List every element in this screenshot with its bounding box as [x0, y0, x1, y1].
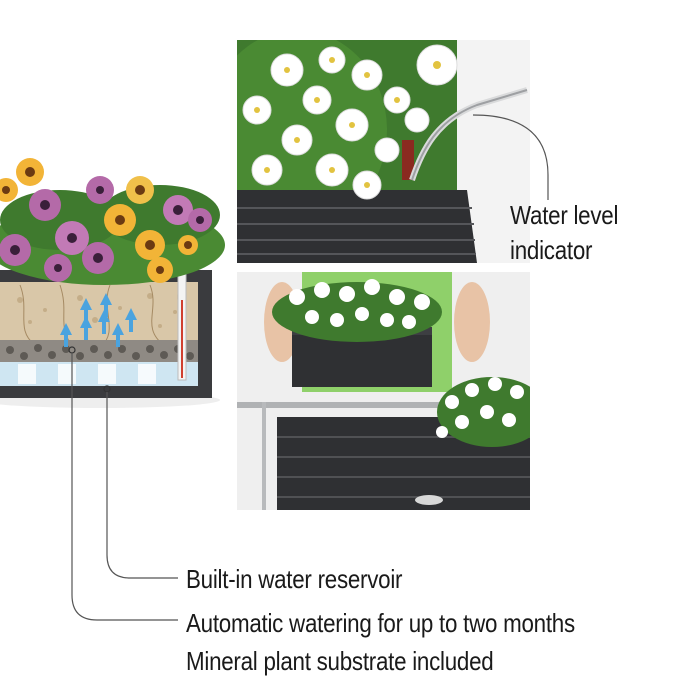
water-arrow-icon: [60, 293, 137, 347]
water-level-label-line1: Water level: [510, 200, 619, 230]
callout-dot-icon: [103, 385, 111, 393]
callout-dot-icon: [68, 346, 76, 354]
cutaway-planter-illustration: [0, 150, 232, 410]
water-level-label-line2: indicator: [510, 235, 593, 265]
water-level-label: Water level indicator: [510, 198, 618, 268]
watering-label: Automatic watering for up to two months: [186, 608, 575, 638]
reservoir-label: Built-in water reservoir: [186, 564, 403, 594]
substrate-label: Mineral plant substrate included: [186, 646, 494, 676]
insert-lift-photo: [237, 272, 530, 510]
water-indicator-photo: [237, 40, 530, 263]
